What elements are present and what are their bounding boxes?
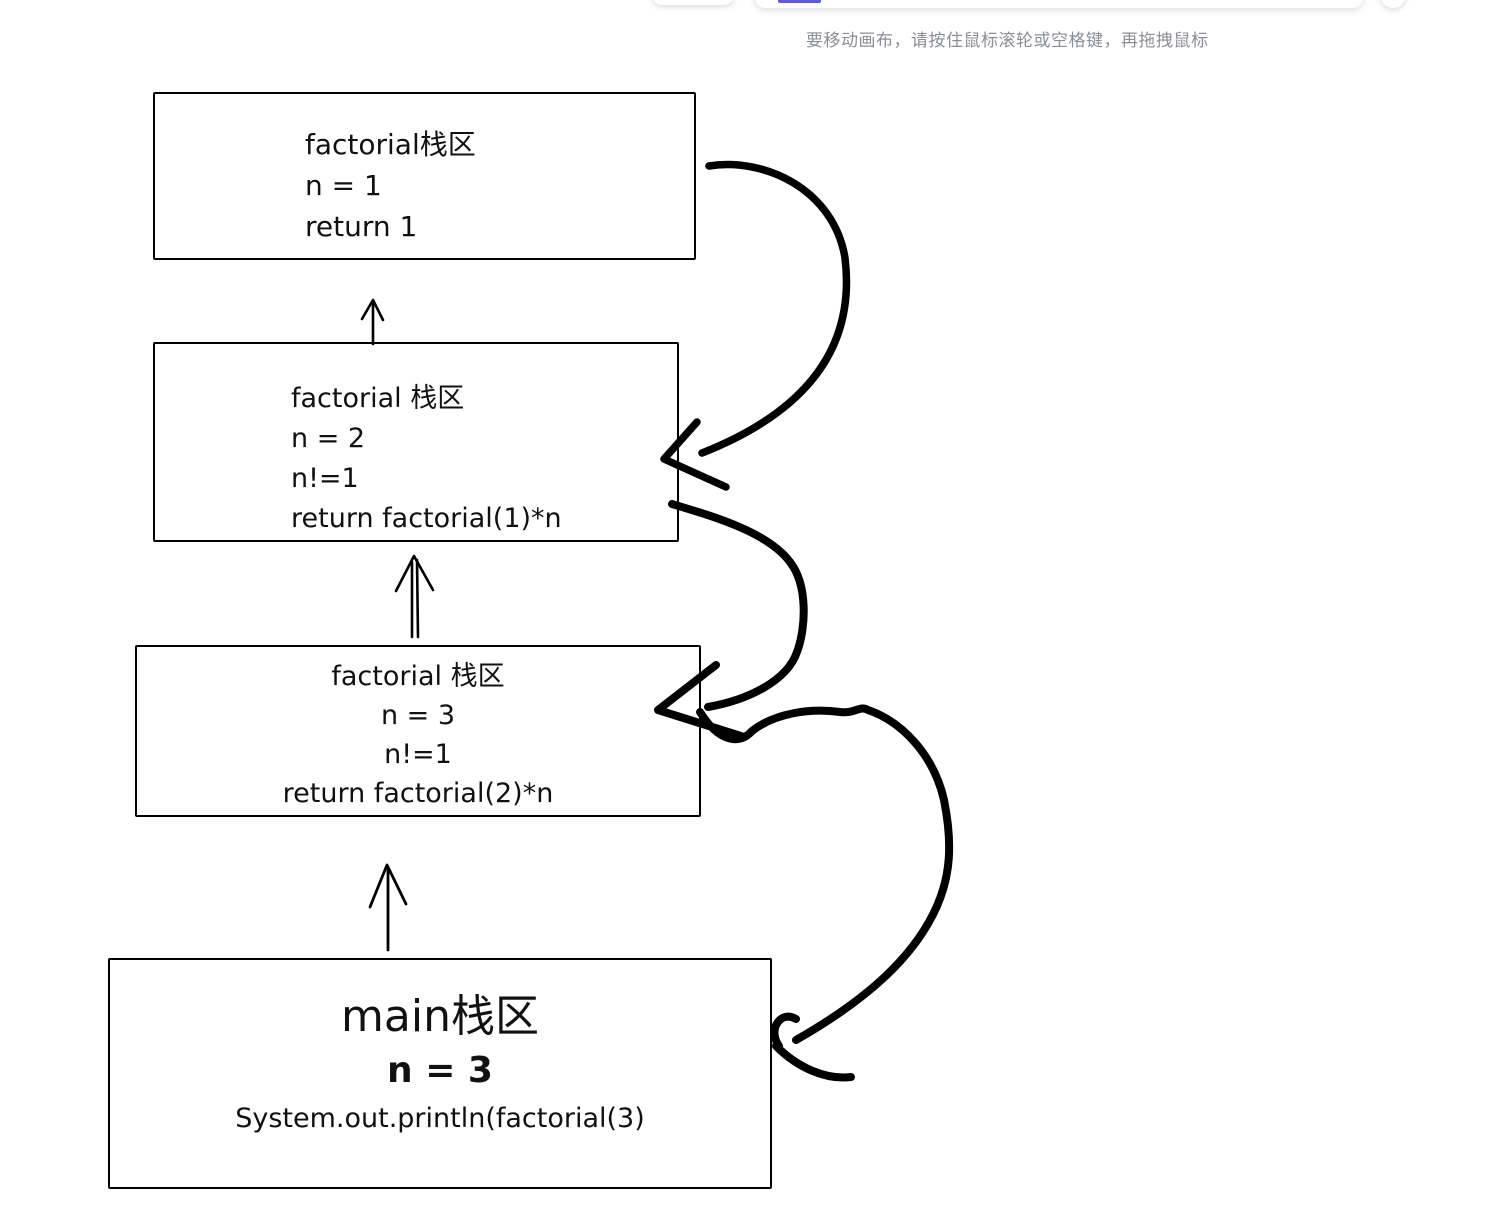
frame-title: factorial栈区 (305, 128, 476, 161)
frame-statement-line: System.out.println(factorial(3) (235, 1103, 645, 1134)
frame-var-line: n = 3 (387, 1050, 493, 1091)
frame-return-line: return 1 (305, 210, 418, 243)
stack-frame-main[interactable]: main栈区 n = 3 System.out.println(factoria… (108, 958, 772, 1189)
frame-cond-line: n!=1 (291, 463, 359, 494)
main-toolbar-fragment[interactable] (755, 0, 1363, 8)
frame-var-line: n = 2 (291, 423, 366, 454)
frame-return-line: return factorial(2)*n (282, 778, 554, 809)
stack-frame-factorial-n1[interactable]: factorial栈区 n = 1 return 1 (153, 92, 696, 260)
frame-var-line: n = 1 (305, 169, 382, 202)
toolbar-button-fragment[interactable] (1380, 0, 1406, 8)
return-arrow-f3-to-main-icon[interactable] (696, 704, 954, 1082)
frame-title: main栈区 (341, 991, 539, 1042)
active-tool-indicator (778, 0, 821, 3)
stack-frame-factorial-n3[interactable]: factorial 栈区 n = 3 n!=1 return factorial… (135, 645, 701, 817)
frame-cond-line: n!=1 (384, 739, 452, 770)
call-arrow-f2-to-f1-icon[interactable] (360, 298, 385, 346)
toolbar-left-fragment[interactable] (652, 0, 734, 5)
canvas-pan-hint: 要移动画布，请按住鼠标滚轮或空格键，再拖拽鼠标 (806, 31, 1209, 51)
call-arrow-main-to-f3-icon[interactable] (368, 863, 408, 952)
call-arrow-f3-to-f2-icon[interactable] (394, 554, 435, 639)
frame-title: factorial 栈区 (331, 661, 505, 692)
return-arrow-f1-to-f2-icon[interactable] (660, 160, 851, 491)
frame-return-line: return factorial(1)*n (291, 503, 562, 534)
frame-var-line: n = 3 (380, 700, 456, 731)
frame-title: factorial 栈区 (291, 383, 465, 414)
stack-frame-factorial-n2[interactable]: factorial 栈区 n = 2 n!=1 return factorial… (153, 342, 679, 542)
